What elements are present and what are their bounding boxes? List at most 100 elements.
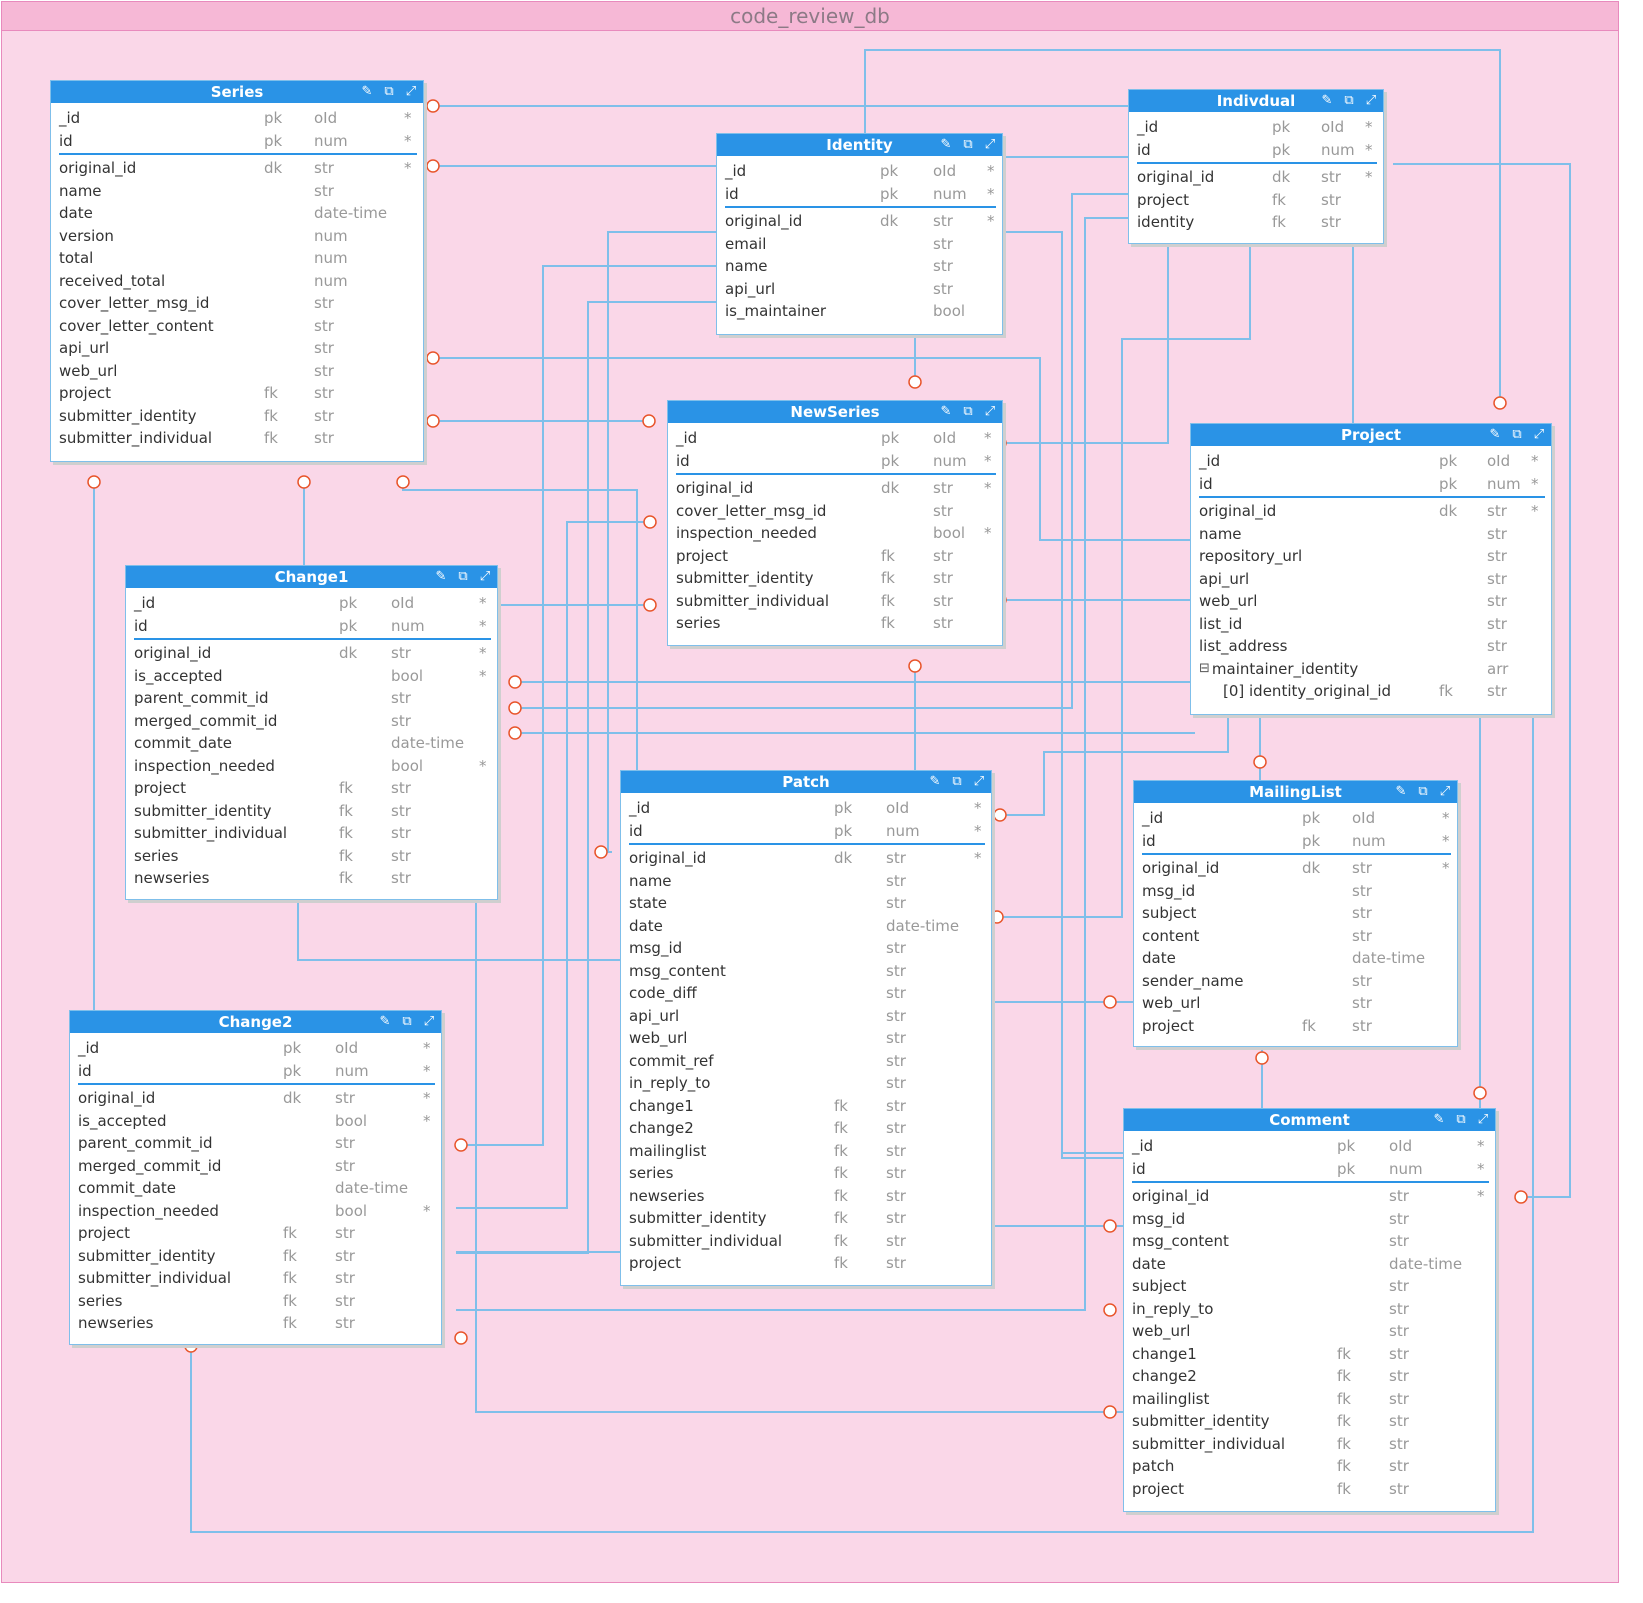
open-external-icon[interactable]: ⧉ <box>963 137 973 152</box>
pin-icon[interactable]: ✎ <box>1395 784 1407 799</box>
pin-icon[interactable]: ✎ <box>435 569 447 584</box>
entity-header[interactable]: MailingList✎⧉⤢ <box>1134 781 1457 803</box>
entity-header[interactable]: Project✎⧉⤢ <box>1191 424 1551 446</box>
expand-icon[interactable]: ⤢ <box>479 569 491 584</box>
expand-icon[interactable]: ⤢ <box>1477 1112 1489 1127</box>
expand-icon[interactable]: ⤢ <box>973 774 985 789</box>
expand-icon[interactable]: ⤢ <box>1365 93 1377 108</box>
pin-icon[interactable]: ✎ <box>1433 1112 1445 1127</box>
expand-icon[interactable]: ⤢ <box>984 137 996 152</box>
pin-icon[interactable]: ✎ <box>361 84 373 99</box>
expand-icon[interactable]: ⤢ <box>405 84 417 99</box>
open-external-icon[interactable]: ⧉ <box>1456 1112 1466 1127</box>
pin-icon[interactable]: ✎ <box>1321 93 1333 108</box>
pin-icon[interactable]: ✎ <box>940 137 952 152</box>
pin-icon[interactable]: ✎ <box>940 404 952 419</box>
open-external-icon[interactable]: ⧉ <box>952 774 962 789</box>
expand-icon[interactable]: ⤢ <box>1533 427 1545 442</box>
entity-header[interactable]: NewSeries✎⧉⤢ <box>668 401 1002 423</box>
entity-header[interactable]: Series✎⧉⤢ <box>51 81 423 103</box>
expand-icon[interactable]: ⤢ <box>984 404 996 419</box>
open-external-icon[interactable]: ⧉ <box>963 404 973 419</box>
open-external-icon[interactable]: ⧉ <box>1418 784 1428 799</box>
collapse-toggle-icon[interactable]: ⊟ <box>1199 660 1210 676</box>
pin-icon[interactable]: ✎ <box>379 1014 391 1029</box>
open-external-icon[interactable]: ⧉ <box>402 1014 412 1029</box>
entity-header[interactable]: Patch✎⧉⤢ <box>621 771 991 793</box>
